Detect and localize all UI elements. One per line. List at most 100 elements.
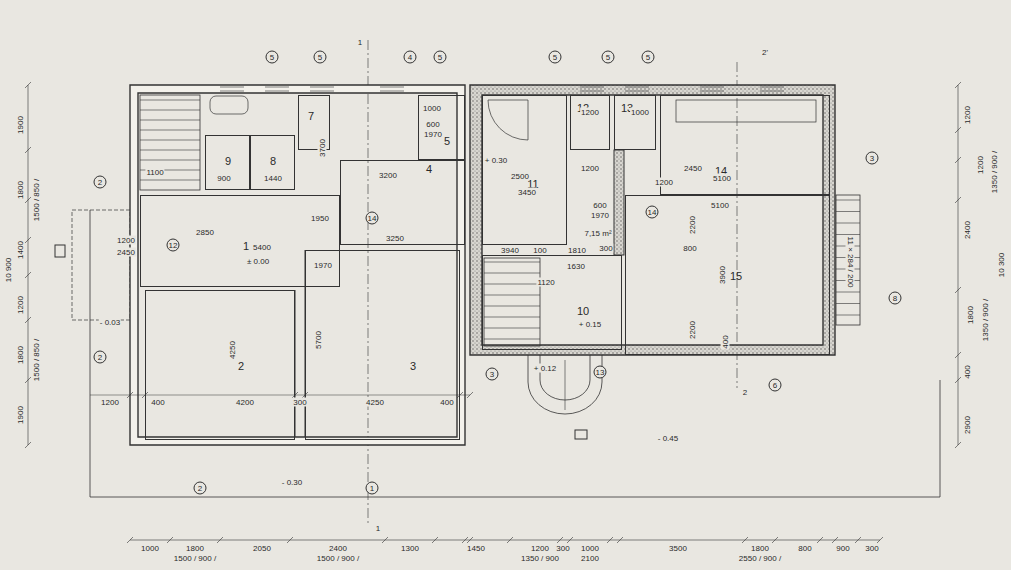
room-number: 8	[270, 155, 276, 167]
drawing-stroke	[140, 130, 200, 131]
drawing-stroke	[25, 82, 31, 88]
dimension: 10 900	[4, 257, 13, 283]
drawing-stroke	[955, 377, 961, 383]
dimension: 1200	[530, 544, 550, 553]
dimension: 4250	[228, 340, 237, 360]
drawing-stroke	[457, 392, 463, 398]
dimension: 1800	[966, 305, 975, 325]
callout-number: 5	[602, 51, 615, 64]
dimension: + 0.15	[578, 320, 602, 329]
dimension: 2400	[328, 544, 348, 553]
dimension: 400	[150, 398, 165, 407]
callout-number: 14	[646, 206, 659, 219]
dimension: 1200	[580, 164, 600, 173]
dimension: 2500	[510, 172, 530, 181]
shower	[488, 100, 528, 140]
drawing-stroke	[140, 150, 200, 151]
drawing-stroke	[220, 91, 244, 92]
callout-number: 6	[769, 379, 782, 392]
callout-number: 3	[866, 152, 879, 165]
room-number: 7	[308, 110, 314, 122]
dimension: - 0.03	[99, 318, 121, 327]
axis	[565, 360, 566, 410]
drawing-stroke	[760, 87, 784, 88]
dimension: 1900	[16, 115, 25, 135]
drawing-stroke	[265, 91, 289, 92]
room-number: 10	[577, 305, 589, 317]
drawing-stroke	[310, 87, 334, 88]
drawing-stroke	[217, 537, 223, 543]
dimension: 1	[375, 524, 381, 533]
dimension-line	[130, 540, 880, 541]
dimension: 7,15 m²	[583, 229, 612, 238]
section-line	[737, 62, 738, 388]
dimension: 100	[532, 246, 547, 255]
drawing-stroke	[955, 127, 961, 133]
drawing-stroke	[25, 197, 31, 203]
dimension: 3940	[500, 246, 520, 255]
dimension: 1000	[630, 108, 650, 117]
dimension: 1200	[963, 105, 972, 125]
dimension: 4250	[365, 398, 385, 407]
dimension: 5100	[712, 174, 732, 183]
drawing-stroke	[220, 87, 244, 88]
room: 3	[305, 250, 460, 440]
dimension: 300	[598, 244, 613, 253]
room: 11	[482, 95, 567, 245]
dimension: - 0.30	[281, 478, 303, 487]
dimension: 1800	[750, 544, 770, 553]
hatched-wall	[470, 85, 835, 355]
drawing-stroke	[484, 317, 540, 318]
drawing-stroke	[140, 120, 200, 121]
dimension: 1120	[536, 278, 555, 287]
dimension: 5700	[314, 330, 323, 350]
drawing-stroke	[742, 537, 748, 543]
dimension: 1800	[185, 544, 205, 553]
dimension: 300	[555, 544, 570, 553]
dimension: 1200	[976, 155, 985, 175]
dimension: 2550 / 900 /	[738, 554, 782, 563]
dimension: 3250	[385, 234, 405, 243]
drawing-stroke	[580, 91, 604, 92]
drawing-stroke	[25, 377, 31, 383]
dimension: 1500 / 850 /	[32, 178, 41, 222]
dimension: 1200	[116, 236, 136, 245]
dimension: 5100	[710, 201, 730, 210]
drawing-stroke	[484, 295, 540, 296]
drawing-stroke	[955, 82, 961, 88]
drawing-stroke	[700, 91, 724, 92]
drawing-stroke	[617, 537, 623, 543]
dimension-line	[958, 85, 959, 445]
dimension: 400	[439, 398, 454, 407]
dimension: 2050	[252, 544, 272, 553]
stair	[484, 258, 540, 346]
dimension: 3200	[378, 171, 398, 180]
drawing-stroke	[380, 91, 404, 92]
dimension: 1100	[145, 168, 164, 177]
dimension: 900	[835, 544, 850, 553]
dimension: 2200	[688, 320, 697, 340]
dimension: 1400	[16, 240, 25, 260]
room: 10	[482, 255, 622, 350]
dimension: 800	[797, 544, 812, 553]
dimension: 1300	[400, 544, 420, 553]
callout-number: 12	[167, 239, 180, 252]
drawing-stroke	[140, 110, 200, 111]
drawing-stroke	[25, 272, 31, 278]
dimension: 1450	[466, 544, 486, 553]
room: 14	[660, 95, 830, 195]
drawing-stroke	[484, 284, 540, 285]
dimension: 10 300	[997, 252, 1006, 278]
entrance-steps	[528, 355, 602, 414]
drawing-stroke	[25, 237, 31, 243]
drawing-stroke	[25, 317, 31, 323]
dimension: 1440	[263, 174, 283, 183]
drawing-stroke	[760, 91, 784, 92]
stair	[140, 95, 200, 190]
drawing-stroke	[836, 223, 860, 224]
dimension: 1810	[567, 246, 587, 255]
dimension: 1000	[422, 104, 442, 113]
drawing-stroke	[467, 392, 473, 398]
drawing-stroke	[25, 147, 31, 153]
